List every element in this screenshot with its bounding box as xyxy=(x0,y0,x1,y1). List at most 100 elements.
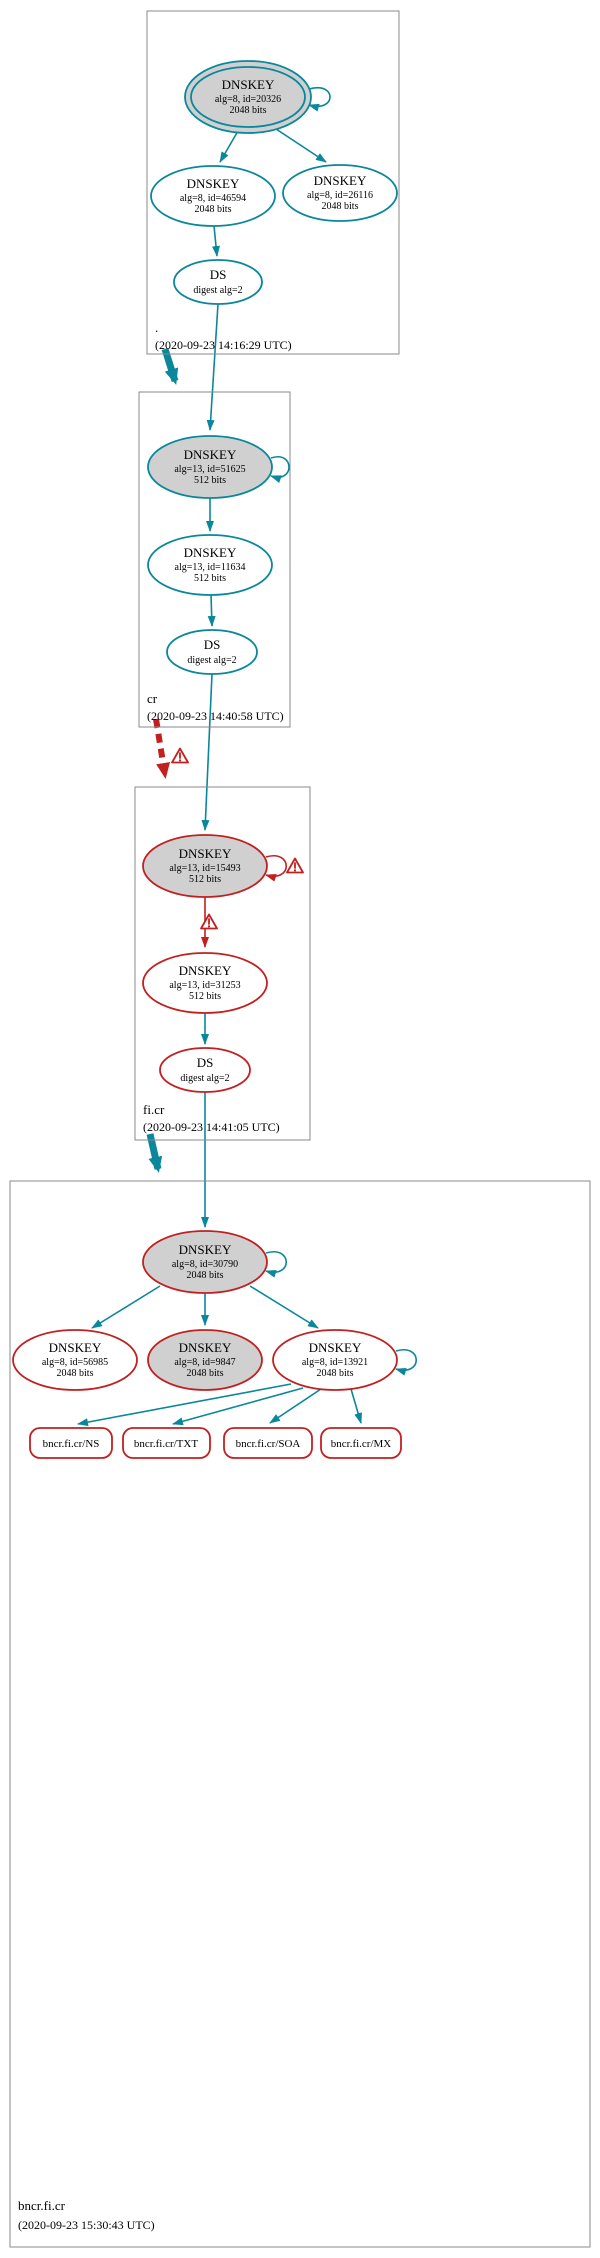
rrset-node-mx[interactable]: bncr.fi.cr/MX xyxy=(320,1427,402,1459)
rrset-node-soa[interactable]: bncr.fi.cr/SOA xyxy=(223,1427,313,1459)
node-ellipse xyxy=(150,165,276,227)
node-alg-id-label: alg=8, id=30790 xyxy=(172,1259,238,1270)
ficr-ksk-dnskey-node[interactable]: DNSKEY alg=13, id=15493 512 bits xyxy=(142,834,268,898)
zone-timestamp-cr: (2020-09-23 14:40:58 UTC) xyxy=(147,709,284,723)
zone-bncrficr: bncr.fi.cr (2020-09-23 15:30:43 UTC) DNS… xyxy=(9,1180,591,2248)
zone-box-cr xyxy=(138,391,291,728)
ksk-inner-ring xyxy=(190,66,306,128)
node-alg-id-label: alg=13, id=11634 xyxy=(175,562,246,573)
zone-name-root: . xyxy=(155,320,158,335)
root-zsk1-dnskey-node[interactable]: DNSKEY alg=8, id=46594 2048 bits xyxy=(150,165,276,227)
node-alg-id-label: alg=8, id=46594 xyxy=(180,193,246,204)
root-zsk2-dnskey-node[interactable]: DNSKEY alg=8, id=26116 2048 bits xyxy=(282,164,398,222)
self-loop-cr-ksk xyxy=(270,455,290,483)
rrsig-edge-root-ksk-zsk2 xyxy=(272,126,327,163)
bncr-zsk2-dnskey-node[interactable]: DNSKEY alg=8, id=9847 2048 bits xyxy=(147,1329,263,1391)
bogus-self-loop-ficr-ksk xyxy=(265,854,288,882)
node-bits-label: 2048 bits xyxy=(317,1368,354,1379)
zone-ficr: fi.cr (2020-09-23 14:41:05 UTC) DNSKEY a… xyxy=(134,786,311,1141)
node-type-label: DNSKEY xyxy=(179,963,232,978)
node-ellipse xyxy=(147,435,273,499)
warning-icon xyxy=(286,857,304,874)
node-ellipse xyxy=(159,1047,251,1093)
node-type-label: DS xyxy=(204,637,221,652)
node-bits-label: 2048 bits xyxy=(322,201,359,212)
warning-icon xyxy=(200,913,218,930)
rrsig-edge-zsk3-soa xyxy=(269,1388,322,1424)
node-ellipse xyxy=(166,629,258,675)
zone-root: . (2020-09-23 14:16:29 UTC) DNSKEY alg=8… xyxy=(146,10,400,355)
node-ellipse xyxy=(272,1329,398,1391)
node-ellipse xyxy=(142,834,268,898)
node-type-label: DNSKEY xyxy=(184,545,237,560)
node-type-label: DNSKEY xyxy=(179,846,232,861)
self-loop-root-ksk xyxy=(308,86,331,112)
rrsig-edge-root-zsk-ds xyxy=(212,225,220,257)
bncr-zsk3-dnskey-node[interactable]: DNSKEY alg=8, id=13921 2048 bits xyxy=(272,1329,398,1391)
node-bits-label: 2048 bits xyxy=(187,1368,224,1379)
node-type-label: DNSKEY xyxy=(309,1340,362,1355)
rrset-node-ns[interactable]: bncr.fi.cr/NS xyxy=(29,1427,113,1459)
cr-ds-node[interactable]: DS digest alg=2 xyxy=(173,259,263,305)
bncr-ksk-dnskey-node[interactable]: DNSKEY alg=8, id=30790 2048 bits xyxy=(142,1230,268,1294)
bogus-delegation-arrow-cr-ficr xyxy=(153,718,171,779)
warning-icon xyxy=(171,747,189,764)
cr-zsk-dnskey-node[interactable]: DNSKEY alg=13, id=11634 512 bits xyxy=(147,534,273,596)
bncr-ds-node[interactable]: DS digest alg=2 xyxy=(159,1047,251,1093)
rrsig-edge-bncr-ksk-zsk3 xyxy=(249,1285,319,1329)
rrset-label: bncr.fi.cr/TXT xyxy=(134,1438,198,1450)
node-digest-label: digest alg=2 xyxy=(187,655,236,666)
node-ellipse xyxy=(12,1329,138,1391)
ds-digest-edge-cr-ficr xyxy=(201,673,213,831)
node-alg-id-label: alg=13, id=51625 xyxy=(174,464,245,475)
node-ellipse xyxy=(147,1329,263,1391)
delegation-arrow-ficr-bncr xyxy=(146,1133,163,1173)
node-type-label: DS xyxy=(210,267,227,282)
zone-cr: cr (2020-09-23 14:40:58 UTC) DNSKEY alg=… xyxy=(138,391,291,728)
node-bits-label: 512 bits xyxy=(194,475,226,486)
ficr-ds-node[interactable]: DS digest alg=2 xyxy=(166,629,258,675)
node-type-label: DNSKEY xyxy=(184,447,237,462)
zone-timestamp-bncrficr: (2020-09-23 15:30:43 UTC) xyxy=(18,2218,155,2232)
node-ellipse xyxy=(147,534,273,596)
node-type-label: DNSKEY xyxy=(314,173,367,188)
rrsig-edge-zsk3-ns xyxy=(77,1383,292,1427)
rrset-rect xyxy=(223,1427,313,1459)
zone-name-ficr: fi.cr xyxy=(143,1102,165,1117)
self-loop-bncr-ksk xyxy=(265,1250,288,1278)
rrset-label: bncr.fi.cr/MX xyxy=(331,1438,392,1450)
node-digest-label: digest alg=2 xyxy=(180,1073,229,1084)
node-alg-id-label: alg=8, id=13921 xyxy=(302,1357,368,1368)
node-bits-label: 512 bits xyxy=(194,573,226,584)
node-alg-id-label: alg=13, id=15493 xyxy=(169,863,240,874)
node-bits-label: 2048 bits xyxy=(230,105,267,116)
node-type-label: DNSKEY xyxy=(187,176,240,191)
rrsig-edge-root-ksk-zsk1 xyxy=(219,130,239,163)
node-type-label: DNSKEY xyxy=(179,1242,232,1257)
node-bits-label: 512 bits xyxy=(189,874,221,885)
zone-name-cr: cr xyxy=(147,691,158,706)
rrset-node-txt[interactable]: bncr.fi.cr/TXT xyxy=(122,1427,211,1459)
rrset-rect xyxy=(320,1427,402,1459)
node-type-label: DNSKEY xyxy=(179,1340,232,1355)
node-bits-label: 2048 bits xyxy=(195,204,232,215)
node-alg-id-label: alg=8, id=20326 xyxy=(215,94,281,105)
node-digest-label: digest alg=2 xyxy=(193,285,242,296)
node-alg-id-label: alg=13, id=31253 xyxy=(169,980,240,991)
rrset-rect xyxy=(122,1427,211,1459)
zone-timestamp-ficr: (2020-09-23 14:41:05 UTC) xyxy=(143,1120,280,1134)
node-alg-id-label: alg=8, id=9847 xyxy=(174,1357,235,1368)
rrsig-edge-bncr-ksk-zsk1 xyxy=(91,1285,161,1329)
root-ksk-dnskey-node[interactable]: DNSKEY alg=8, id=20326 2048 bits xyxy=(184,60,312,134)
node-bits-label: 2048 bits xyxy=(187,1270,224,1281)
node-ellipse xyxy=(142,952,268,1014)
bncr-zsk1-dnskey-node[interactable]: DNSKEY alg=8, id=56985 2048 bits xyxy=(12,1329,138,1391)
cr-ksk-dnskey-node[interactable]: DNSKEY alg=13, id=51625 512 bits xyxy=(147,435,273,499)
self-loop-bncr-zsk3 xyxy=(395,1348,418,1376)
node-ellipse xyxy=(142,1230,268,1294)
ds-digest-edge-root-cr xyxy=(206,303,219,431)
node-bits-label: 2048 bits xyxy=(57,1368,94,1379)
ficr-zsk-dnskey-node[interactable]: DNSKEY alg=13, id=31253 512 bits xyxy=(142,952,268,1014)
rrset-rect xyxy=(29,1427,113,1459)
